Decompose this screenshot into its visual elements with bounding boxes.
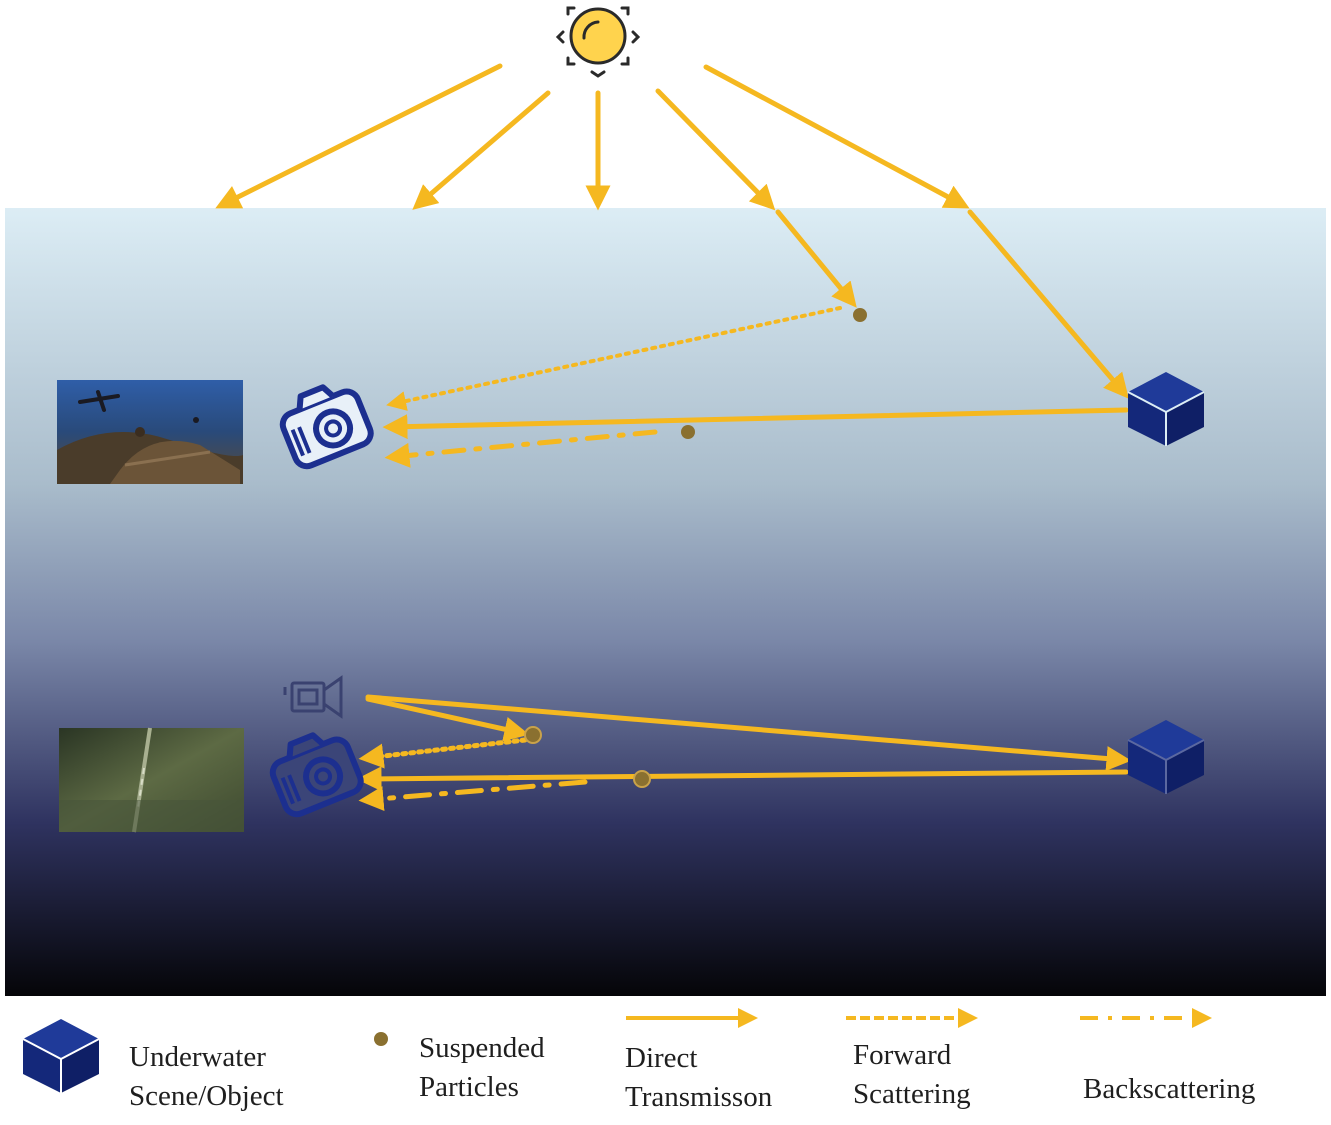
- particle-dot: [633, 770, 651, 788]
- lower-forward-scattering-path: [358, 737, 528, 769]
- sunray-1: [215, 63, 503, 209]
- legend-object-line1: Underwater: [129, 1041, 266, 1073]
- lower-backscattering-path: [358, 779, 588, 812]
- sunray-5: [703, 64, 970, 209]
- legend-object-label: Underwater Scene/Object: [129, 1038, 284, 1116]
- underwater-photo-diver: [57, 380, 243, 484]
- legend-back-label: Backscattering: [1083, 1070, 1255, 1109]
- legend-direct-label: Direct Transmisson: [625, 1039, 772, 1117]
- sunray-4-underwater: [775, 209, 857, 308]
- upper-direct-transmission-path: [382, 407, 1129, 440]
- sun-icon: [555, 6, 641, 78]
- sunray-4: [655, 88, 776, 211]
- legend-object-line2: Scene/Object: [129, 1080, 284, 1112]
- legend-back-line1: Backscattering: [1083, 1073, 1256, 1105]
- sunray-5-underwater: [967, 209, 1129, 399]
- legend-direct-line1: Direct: [625, 1042, 698, 1074]
- video-camera-icon: [283, 675, 343, 719]
- upper-backscattering-path: [384, 429, 658, 468]
- legend-particles-line1: Suspended: [419, 1032, 545, 1064]
- legend-particles-label: Suspended Particles: [419, 1029, 545, 1107]
- legend-particles-line2: Particles: [419, 1071, 519, 1103]
- particle-dot: [524, 726, 542, 744]
- legend-forward-label: Forward Scattering: [853, 1036, 971, 1114]
- lower-emission-to-particle: [365, 696, 530, 742]
- particle-dot: [681, 425, 695, 439]
- cube-icon: [1127, 720, 1205, 794]
- particle-dot: [853, 308, 867, 322]
- lower-emission-to-object: [365, 694, 1132, 772]
- upper-forward-scattering-path: [386, 306, 842, 411]
- cube-icon: [1127, 372, 1205, 446]
- lower-direct-transmission-path: [356, 766, 1129, 792]
- legend-forward-line1: Forward: [853, 1039, 952, 1071]
- underwater-photo-seabed: [59, 727, 244, 833]
- legend-cube-icon: [22, 1019, 100, 1093]
- legend-direct-line2: Transmisson: [625, 1081, 773, 1113]
- camera-icon: [269, 732, 364, 818]
- sunray-2: [412, 90, 551, 210]
- camera-icon: [279, 384, 374, 470]
- water-body: [5, 208, 1326, 996]
- legend-forward-line2: Scattering: [853, 1078, 971, 1110]
- legend-particle-dot: [374, 1032, 388, 1046]
